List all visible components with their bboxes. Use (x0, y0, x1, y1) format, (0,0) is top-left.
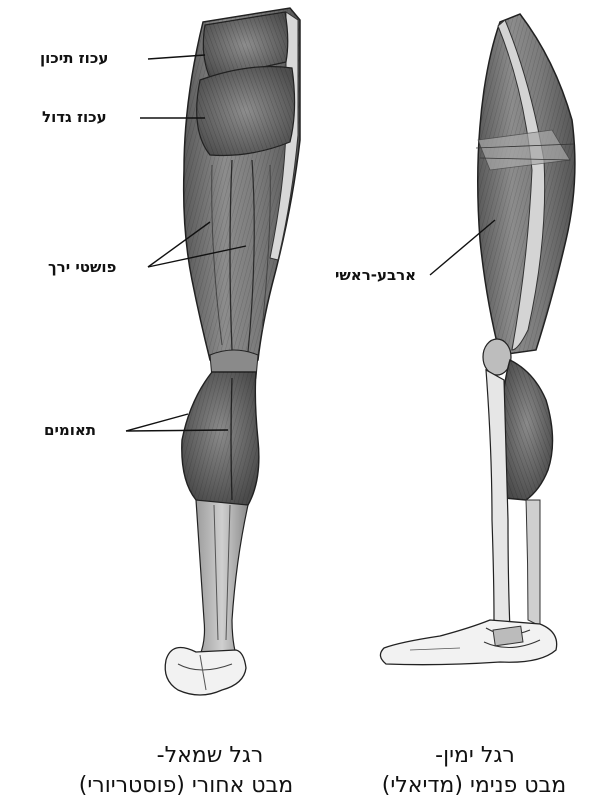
right-foot (380, 620, 556, 665)
caption-left-line2: מבט אחורי (פוסטריורי) (36, 772, 336, 800)
label-hamstrings: פושטי ירך (48, 258, 116, 276)
left-leg-posterior (165, 8, 300, 695)
caption-right-line1: רגל ימין- (340, 742, 610, 770)
left-achilles (196, 500, 248, 655)
label-gastrocnemius: תאומים (44, 421, 96, 439)
label-gluteus-maximus: עכוז גדול (42, 108, 107, 126)
caption-left-line1: רגל שמאל- (70, 742, 350, 770)
caption-right-line2: מבט פנימי (מדיאלי) (338, 772, 610, 800)
right-leg-medial (380, 14, 574, 665)
label-quadriceps: ארבע-ראשי (335, 266, 416, 284)
label-gluteus-medius: עכוז תיכון (40, 49, 108, 67)
